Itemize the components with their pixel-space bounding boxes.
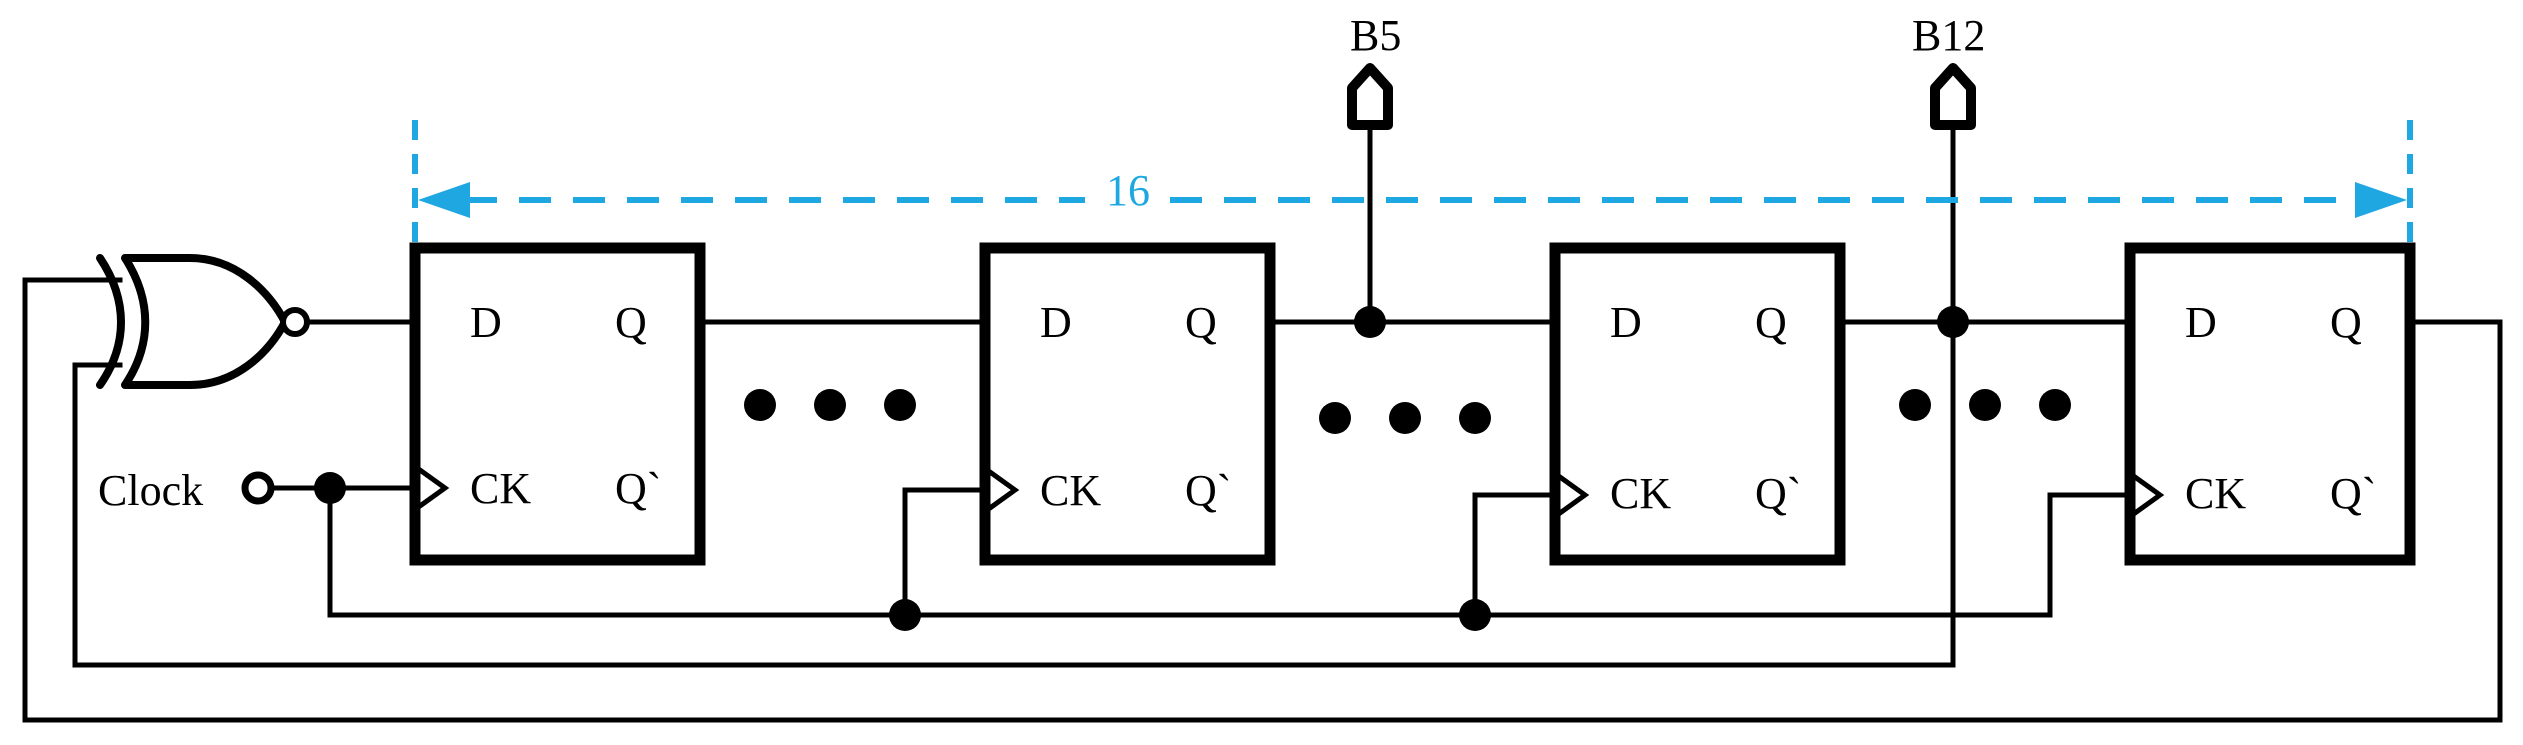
ff-q-pin: Q xyxy=(1185,298,1217,347)
wire-b12-feedback xyxy=(72,362,1956,668)
ff-box xyxy=(979,242,1276,566)
flip-flop-3: D Q CK Q` xyxy=(1549,242,1846,566)
flip-flop-2: D Q CK Q` xyxy=(979,242,1276,566)
ff-ck-pin: CK xyxy=(1610,469,1671,518)
ff-box xyxy=(2124,242,2416,566)
flip-flop-1: D Q CK Q` xyxy=(409,242,706,566)
clock-triangle-icon xyxy=(2131,473,2165,517)
ff-qbar-pin: Q` xyxy=(615,464,661,513)
junctions xyxy=(314,306,1969,631)
ff-ck-pin: CK xyxy=(2185,469,2246,518)
clock-input: Clock xyxy=(98,466,275,515)
ff-qbar-pin: Q` xyxy=(1755,469,1801,518)
xnor-gate xyxy=(96,254,310,389)
clock-label: Clock xyxy=(98,466,203,515)
junction-dot xyxy=(1354,306,1386,338)
ff-d-pin: D xyxy=(1040,298,1072,347)
ellipsis-dot xyxy=(1969,389,2001,421)
wire-q4-feedback xyxy=(22,277,2503,723)
output-port-icon xyxy=(1347,63,1393,130)
tap-b5: B5 xyxy=(1347,11,1401,130)
ellipsis-dot xyxy=(814,389,846,421)
clock-triangle-icon xyxy=(986,468,1020,512)
ff-qbar-pin: Q` xyxy=(1185,466,1231,515)
junction-dot xyxy=(1937,306,1969,338)
clock-triangle-icon xyxy=(1556,473,1590,517)
xnor-extra-input-curve xyxy=(96,254,125,389)
clock-terminal-icon xyxy=(241,471,275,505)
ff-q-pin: Q xyxy=(615,298,647,347)
wire-clock-ff2 xyxy=(902,487,988,618)
ellipsis-dot xyxy=(884,389,916,421)
ellipsis-dot xyxy=(1459,402,1491,434)
junction-dot xyxy=(1459,599,1491,631)
clock-triangle-icon xyxy=(416,466,450,510)
ff-q-pin: Q xyxy=(1755,298,1787,347)
dimension-arrow-right-icon xyxy=(2355,182,2407,218)
tap-label: B12 xyxy=(1912,11,1985,60)
ff-d-pin: D xyxy=(470,298,502,347)
junction-dot xyxy=(889,599,921,631)
flip-flop-4: D Q CK Q` xyxy=(2124,242,2416,566)
ff-ck-pin: CK xyxy=(1040,466,1101,515)
length-dimension: 16 xyxy=(412,120,2413,255)
ellipsis-dot xyxy=(1319,402,1351,434)
tap-label: B5 xyxy=(1350,11,1401,60)
wire-clock-ff3 xyxy=(1472,492,1558,618)
output-port-icon xyxy=(1930,63,1976,130)
ellipsis-dot xyxy=(1899,389,1931,421)
tap-b12: B12 xyxy=(1912,11,1985,130)
junction-dot xyxy=(314,472,346,504)
ff-qbar-pin: Q` xyxy=(2330,469,2376,518)
dimension-arrow-left-icon xyxy=(418,182,470,218)
xnor-bubble xyxy=(280,307,310,337)
ff-ck-pin: CK xyxy=(470,464,531,513)
xnor-body xyxy=(121,254,289,389)
ff-box xyxy=(1549,242,1846,566)
ellipsis-dot xyxy=(1389,402,1421,434)
wire-clock-ff4 xyxy=(2047,492,2133,618)
ellipsis-dot xyxy=(744,389,776,421)
length-label: 16 xyxy=(1106,166,1150,215)
ellipsis-stages xyxy=(744,389,2071,434)
ff-d-pin: D xyxy=(2185,298,2217,347)
ff-box xyxy=(409,242,706,566)
ff-d-pin: D xyxy=(1610,298,1642,347)
ff-q-pin: Q xyxy=(2330,298,2362,347)
ellipsis-dot xyxy=(2039,389,2071,421)
